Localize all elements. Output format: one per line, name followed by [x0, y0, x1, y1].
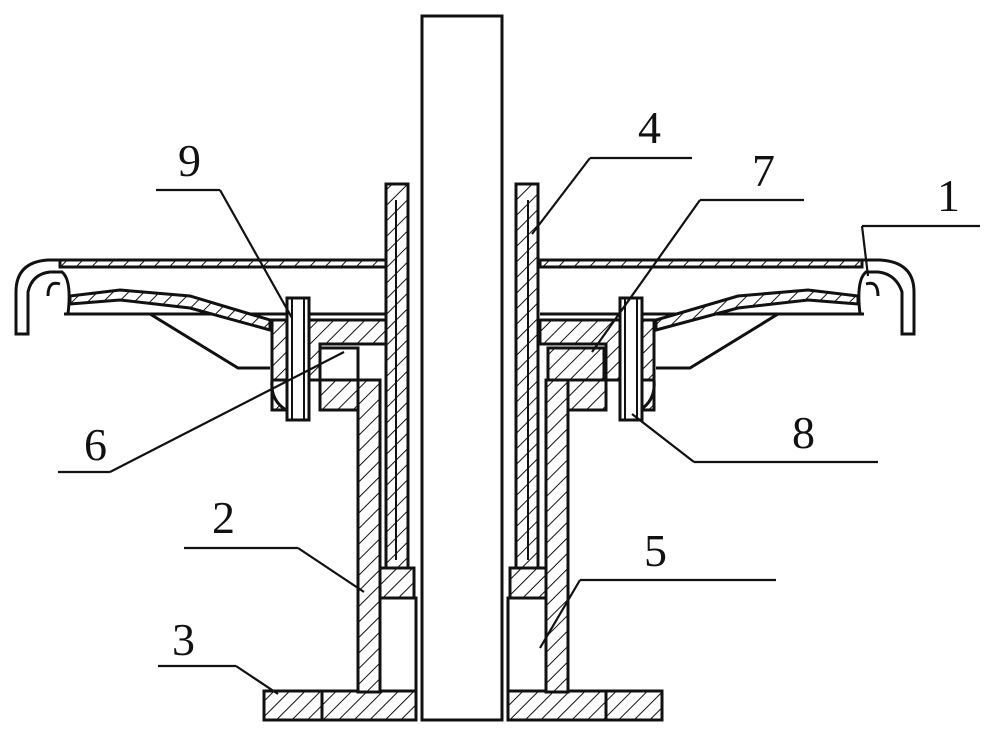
callout-8: 8 — [792, 407, 815, 458]
callout-9: 9 — [178, 135, 201, 186]
inner-sleeve — [384, 182, 540, 570]
callout-7: 7 — [752, 145, 775, 196]
bolt-left — [285, 296, 311, 422]
central-shaft — [420, 14, 504, 722]
callout-6: 6 — [84, 419, 107, 470]
callout-3: 3 — [172, 614, 195, 665]
support-tube — [338, 360, 588, 694]
bolt-right — [618, 296, 644, 422]
handwheel — [14, 258, 916, 370]
callout-5: 5 — [644, 525, 667, 576]
callout-4: 4 — [638, 102, 661, 153]
callout-1: 1 — [937, 170, 960, 221]
leader-lines — [58, 156, 980, 695]
base-flange — [262, 689, 664, 722]
lower-spacer — [378, 596, 548, 693]
callout-2: 2 — [212, 492, 235, 543]
